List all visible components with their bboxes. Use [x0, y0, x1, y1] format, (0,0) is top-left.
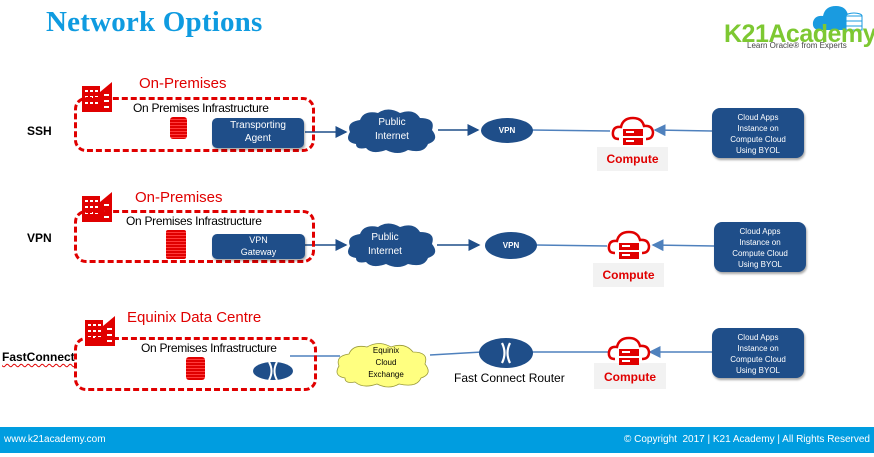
public-internet-label: Public Internet [350, 116, 434, 144]
cloud-compute-icon [607, 230, 651, 259]
infrastructure-box [74, 97, 315, 152]
exchange-line: Cloud [375, 358, 397, 367]
cloud-compute-icon [607, 336, 651, 365]
logo-text: K21Academy [724, 20, 874, 48]
connector [429, 351, 483, 356]
cloud-apps-box: Cloud Apps Instance on Compute Cloud Usi… [712, 328, 804, 378]
public-internet-cloud-icon [348, 109, 436, 153]
row-label-ssh: SSH [27, 124, 52, 138]
apps-line: Using BYOL [735, 366, 781, 375]
compute-label: Compute [602, 268, 655, 282]
site-title: On-Premises [135, 189, 223, 206]
agent-label-line1: Transporting [230, 120, 286, 131]
vpn-node: VPN [481, 118, 533, 143]
apps-line: Cloud Apps [737, 333, 779, 342]
footer-website-link[interactable]: www.k21academy.com [4, 434, 106, 445]
cloud-label-line2: Internet [368, 246, 402, 257]
fast-connect-router-icon [479, 338, 533, 368]
row-label-vpn: VPN [27, 231, 52, 245]
apps-line: Using BYOL [735, 146, 781, 155]
public-internet-label: Public Internet [343, 231, 427, 259]
cloud-compute-icon [611, 116, 655, 145]
apps-line: Compute Cloud [730, 135, 786, 144]
agent-label-line2: Agent [244, 133, 272, 144]
connector [653, 124, 713, 137]
connector [530, 129, 611, 132]
server-icon [166, 230, 186, 259]
transporting-agent-box: Transporting Agent [212, 118, 304, 148]
gateway-label-line2: Gateway [240, 247, 277, 257]
compute-label: Compute [604, 370, 656, 384]
cloud-label-line2: Internet [375, 131, 409, 142]
exchange-line: Equinix [372, 346, 400, 355]
vpn-node: VPN [485, 232, 537, 259]
cloud-apps-box: Cloud Apps Instance on Compute Cloud Usi… [714, 222, 806, 272]
apps-line: Instance on [737, 344, 779, 353]
cloud-apps-box: Cloud Apps Instance on Compute Cloud Usi… [712, 108, 804, 158]
apps-line: Compute Cloud [730, 355, 786, 364]
infrastructure-box [74, 210, 315, 263]
connector [535, 244, 608, 247]
logo-tagline: Learn Oracle® from Experts [747, 41, 847, 50]
compute-node [593, 263, 664, 287]
site-title: Equinix Data Centre [127, 309, 262, 326]
vpn-gateway-box: VPN Gateway [212, 234, 305, 259]
connector [651, 239, 715, 252]
server-icon [186, 357, 205, 380]
building-icon [82, 192, 112, 222]
infrastructure-label: On Premises Infrastructure [126, 214, 262, 228]
router-icon [253, 361, 293, 381]
compute-label: Compute [606, 152, 659, 166]
cloud-label-line1: Public [371, 232, 399, 243]
apps-line: Instance on [739, 238, 781, 247]
logo [720, 2, 874, 52]
fast-connect-router-label: Fast Connect Router [454, 371, 565, 385]
infrastructure-label: On Premises Infrastructure [133, 101, 269, 115]
server-icon [170, 117, 187, 139]
compute-node [594, 363, 666, 389]
apps-line: Using BYOL [737, 260, 783, 269]
row-label-fastconnect: FastConnect [2, 350, 75, 364]
cloud-database-icon [812, 6, 863, 31]
equinix-cloud-exchange-icon [336, 343, 429, 388]
compute-node [597, 147, 668, 171]
gateway-label-line1: VPN [249, 235, 268, 245]
exchange-line: Exchange [368, 370, 404, 379]
infrastructure-label: On Premises Infrastructure [141, 341, 277, 355]
equinix-cloud-exchange-label: Equinix Cloud Exchange [346, 345, 426, 381]
infrastructure-box [74, 337, 317, 391]
apps-line: Cloud Apps [737, 113, 779, 122]
public-internet-cloud-icon [348, 223, 436, 267]
footer-bar: www.k21academy.com © Copyright 2017 | K2… [0, 427, 874, 453]
slide-title: Network Options [46, 6, 263, 38]
cloud-label-line1: Public [378, 117, 406, 128]
apps-line: Cloud Apps [739, 227, 781, 236]
apps-line: Instance on [737, 124, 779, 133]
apps-line: Compute Cloud [732, 249, 788, 258]
footer-copyright: © Copyright 2017 | K21 Academy | All Rig… [623, 434, 870, 445]
site-title: On-Premises [139, 75, 227, 92]
